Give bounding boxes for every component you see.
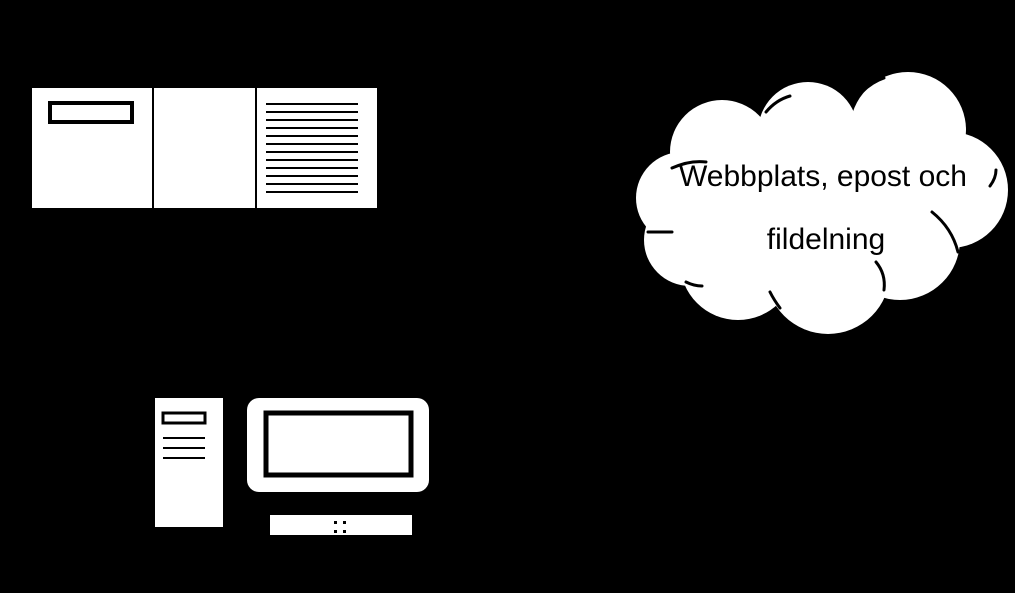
cloud-label-line2: fildelning (767, 223, 885, 256)
tower-icon (155, 398, 223, 527)
server-vent-lines (266, 103, 358, 193)
keyboard-icon (270, 515, 412, 535)
desktop-computer-icon (155, 398, 429, 535)
monitor-icon (247, 398, 429, 492)
server-rack-icon (32, 88, 377, 208)
cloud-icon: Webbplats, epost och fildelning (636, 72, 1008, 334)
cloud-label-line1: Webbplats, epost och (679, 160, 967, 193)
